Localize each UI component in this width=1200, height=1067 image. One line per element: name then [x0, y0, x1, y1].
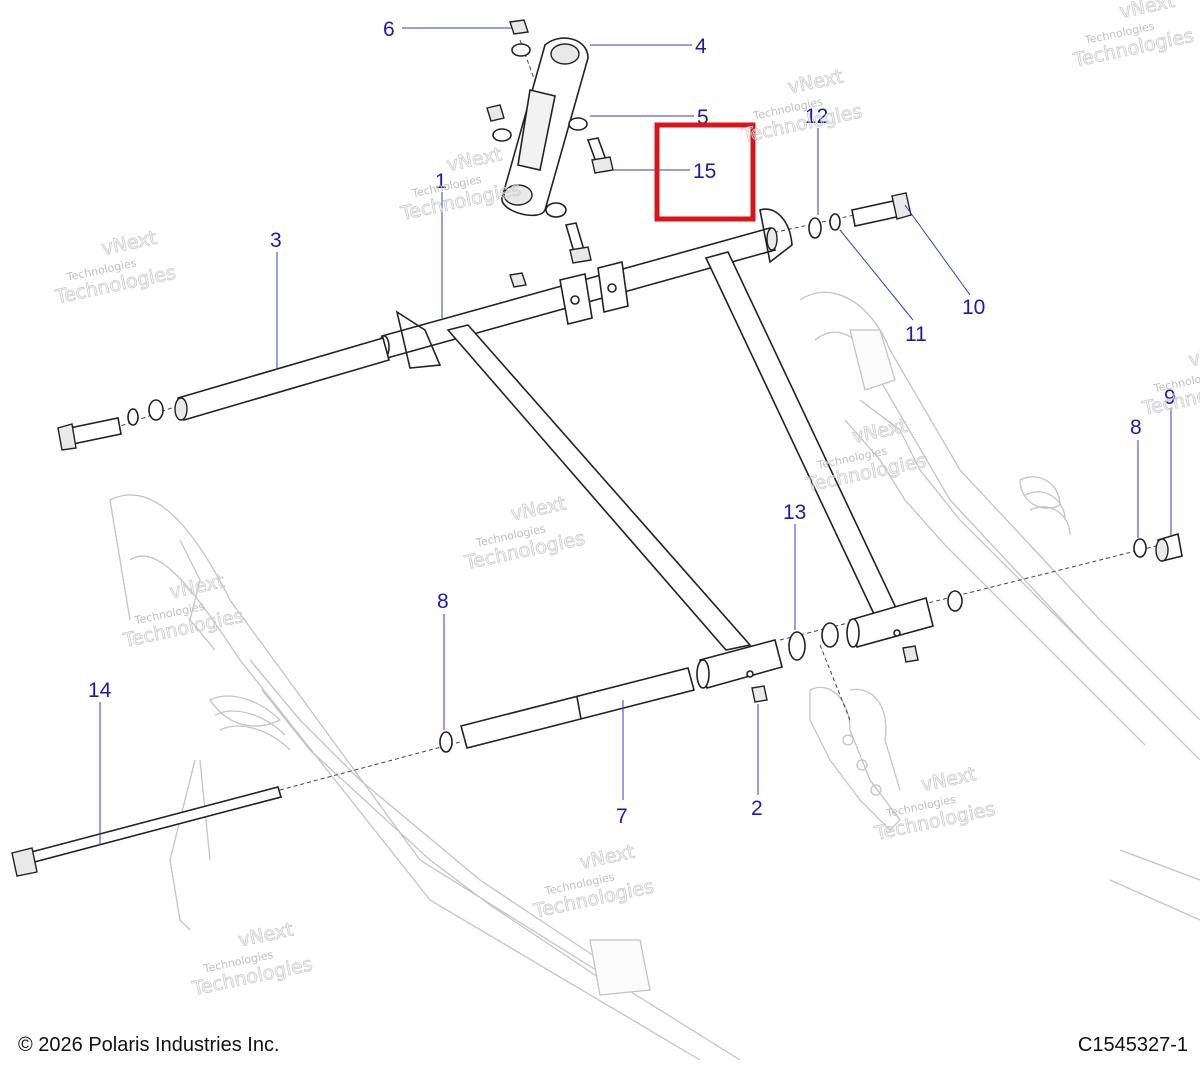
callout-10: 10: [962, 296, 985, 319]
lower-hardware: [11, 532, 1183, 877]
highlight-box: [654, 122, 756, 222]
watermark: vNext Technologies Technologies: [1070, 0, 1196, 72]
watermark: vNext Technologies Technologies: [872, 763, 998, 846]
callout-12: 12: [805, 105, 828, 128]
svg-text:vNext: vNext: [445, 143, 504, 176]
swing-arm-frame: [378, 208, 934, 689]
watermark: vNext Technologies Technologies: [397, 143, 523, 226]
svg-text:vNext: vNext: [919, 763, 978, 796]
callout-13: 13: [783, 501, 806, 524]
watermark: vNext Technologies Technologies: [189, 918, 315, 1001]
callout-6: 6: [383, 18, 395, 41]
watermark: vNext Technologies Technologies: [530, 840, 656, 923]
watermark: vNext Technologies Technologies: [52, 226, 178, 309]
svg-text:vNext: vNext: [1118, 0, 1177, 23]
link-bracket: [486, 19, 614, 288]
callout-4: 4: [695, 35, 707, 58]
svg-text:vNext: vNext: [509, 492, 568, 525]
svg-text:vNext: vNext: [786, 66, 845, 99]
assembly-axes: [114, 39, 1161, 791]
callout-2: 2: [751, 797, 763, 820]
left-rail-ghost: [109, 494, 741, 1061]
svg-text:vNext: vNext: [578, 841, 637, 874]
copyright-notice: © 2026 Polaris Industries Inc.: [18, 1034, 280, 1056]
callout-15: 15: [693, 160, 716, 183]
svg-text:vNext: vNext: [1187, 338, 1200, 371]
figure-id: C1545327-1: [1077, 1034, 1188, 1056]
callout-5: 5: [697, 106, 709, 129]
callout-14: 14: [88, 679, 112, 702]
svg-text:vNext: vNext: [850, 415, 909, 448]
callout-8-left: 8: [437, 590, 449, 613]
callout-3: 3: [270, 229, 282, 252]
watermark: vNext Technologies Technologies: [462, 492, 588, 575]
watermark: vNext Technologies Technologies: [739, 65, 865, 148]
leader-lines: [99, 27, 1172, 845]
right-rail-ghost: [799, 291, 1200, 921]
callout-9: 9: [1164, 386, 1176, 409]
callout-labels: 6 4 5 12 15 1 3 10 11 9 8 13 8 14 2 7: [88, 18, 1176, 828]
watermark: vNext Technologies Technologies: [1139, 338, 1200, 421]
right-upper-fasteners: [808, 192, 912, 239]
svg-text:vNext: vNext: [236, 918, 295, 951]
callout-1: 1: [435, 170, 447, 193]
svg-text:vNext: vNext: [100, 227, 159, 260]
callout-11: 11: [905, 323, 927, 346]
callout-8-right: 8: [1130, 416, 1142, 439]
callout-7: 7: [616, 805, 628, 828]
upper-shaft: [57, 337, 390, 451]
